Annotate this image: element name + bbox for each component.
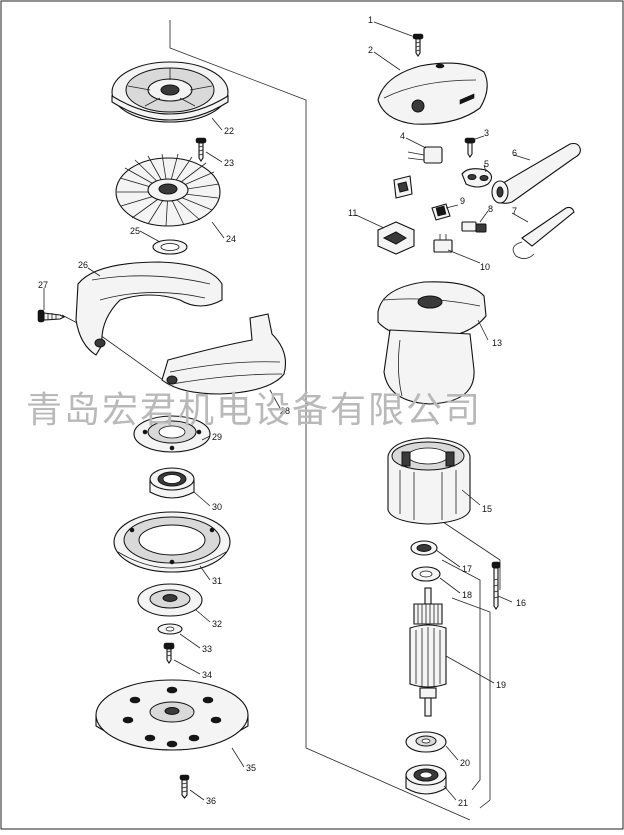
part-31-base-plate	[113, 511, 231, 573]
part-36-screw	[179, 774, 190, 799]
label-26: 26	[78, 260, 88, 270]
part-30-bearing	[149, 467, 195, 499]
part-26-cover-rear	[75, 261, 223, 356]
part-1-screw	[412, 33, 424, 57]
label-9: 9	[460, 196, 465, 206]
part-holder-small	[393, 175, 413, 199]
part-19-armature	[409, 587, 447, 717]
part-24-fan	[115, 153, 221, 227]
part-8-brush	[461, 221, 487, 233]
label-25: 25	[130, 226, 140, 236]
label-33: 33	[202, 644, 212, 654]
part-20-washer	[405, 731, 447, 753]
label-17: 17	[462, 564, 472, 574]
part-5-strain-relief	[461, 168, 493, 188]
label-13: 13	[492, 338, 502, 348]
part-4-capacitor	[407, 146, 443, 164]
part-27-screw	[37, 309, 66, 323]
part-9-brush-holder	[431, 203, 451, 221]
label-24: 24	[226, 234, 236, 244]
part-22-housing-plate	[111, 61, 229, 123]
label-35: 35	[246, 763, 256, 773]
label-21: 21	[458, 798, 468, 808]
label-11: 11	[348, 208, 357, 218]
label-30: 30	[212, 502, 222, 512]
part-34-screw	[163, 642, 175, 664]
leader-lines	[43, 21, 531, 801]
part-10-terminal	[433, 234, 453, 253]
part-21-bearing	[405, 764, 447, 795]
label-31: 31	[212, 576, 222, 586]
part-2-rear-cover	[377, 62, 488, 125]
part-29-retainer	[133, 415, 211, 453]
part-33-washer	[157, 623, 183, 635]
part-23-screw	[195, 137, 207, 162]
label-20: 20	[460, 758, 470, 768]
part-25-washer	[152, 239, 188, 255]
label-18: 18	[462, 590, 472, 600]
label-34: 34	[202, 670, 212, 680]
label-10: 10	[480, 262, 490, 272]
label-23: 23	[224, 158, 234, 168]
part-11-switch	[377, 221, 415, 255]
part-15-stator	[387, 437, 471, 525]
callout-labels: 1 2 3 4 5 6 7 8 9 10 11 13 15 16 17 18 1…	[38, 15, 526, 808]
part-3-screw	[464, 137, 476, 158]
label-15: 15	[482, 504, 492, 514]
part-35-sanding-pad	[95, 679, 249, 751]
label-22: 22	[224, 126, 234, 136]
label-19: 19	[496, 680, 506, 690]
part-7-cord	[512, 206, 575, 259]
label-16: 16	[516, 598, 526, 608]
assembly-lines	[61, 20, 501, 821]
label-29: 29	[212, 432, 222, 442]
part-17-bearing	[410, 540, 438, 556]
label-2: 2	[368, 45, 373, 55]
label-7: 7	[512, 206, 517, 216]
label-36: 36	[206, 796, 216, 806]
label-28: 28	[280, 406, 290, 416]
part-6-cord-guard	[491, 142, 581, 204]
label-5: 5	[484, 159, 489, 169]
part-18-washer	[411, 566, 441, 582]
label-6: 6	[512, 148, 517, 158]
part-16-long-screw	[491, 561, 501, 610]
label-1: 1	[368, 15, 373, 25]
label-8: 8	[488, 204, 493, 214]
label-32: 32	[212, 619, 222, 629]
part-13-motor-housing	[377, 281, 487, 405]
label-4: 4	[400, 131, 405, 141]
label-3: 3	[484, 128, 489, 138]
part-32-flange	[137, 583, 203, 617]
label-27: 27	[38, 280, 48, 290]
watermark-text: 青岛宏君机电设备有限公司	[26, 390, 482, 431]
part-28-cover-front	[161, 313, 287, 395]
